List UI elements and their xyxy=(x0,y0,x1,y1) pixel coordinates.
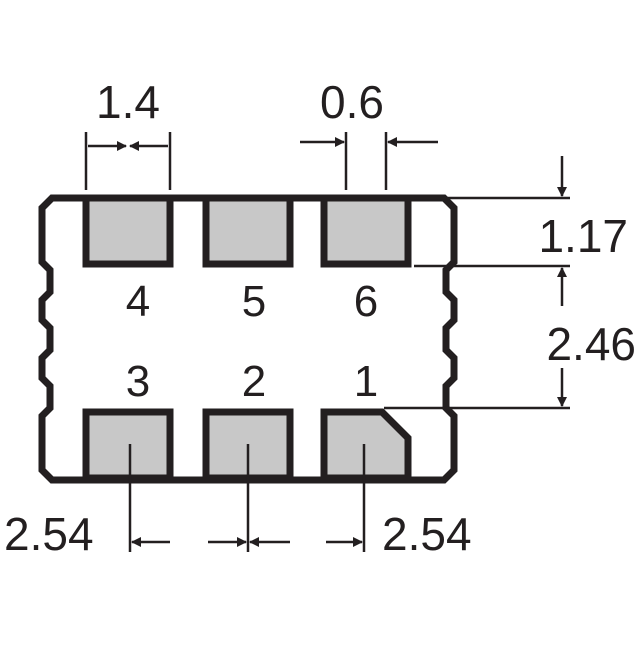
dimension-label-pad-height: 1.17 xyxy=(538,210,628,262)
dimension-label-pad-width: 1.4 xyxy=(96,76,160,128)
pad-3 xyxy=(82,408,174,482)
dimension-vertical xyxy=(384,156,570,410)
dimension-label-pitch-left: 2.54 xyxy=(4,508,94,560)
pin-label-3: 3 xyxy=(126,357,150,406)
pin-label-5: 5 xyxy=(242,277,266,326)
pad-6 xyxy=(320,194,412,268)
dimension-label-row-spacing: 2.46 xyxy=(546,318,636,370)
dimension-pad-gap xyxy=(300,132,438,190)
pin-label-1: 1 xyxy=(354,357,378,406)
pin-label-6: 6 xyxy=(354,277,378,326)
pin-label-2: 2 xyxy=(242,357,266,406)
pad-5 xyxy=(202,194,294,268)
pin-label-4: 4 xyxy=(126,277,150,326)
pad-1 xyxy=(320,408,412,482)
dimension-pitch xyxy=(128,444,366,552)
dimension-pad-width xyxy=(84,132,172,190)
dimension-label-pitch-right: 2.54 xyxy=(382,508,472,560)
pad-4 xyxy=(82,194,174,268)
dimension-label-pad-gap: 0.6 xyxy=(320,76,384,128)
